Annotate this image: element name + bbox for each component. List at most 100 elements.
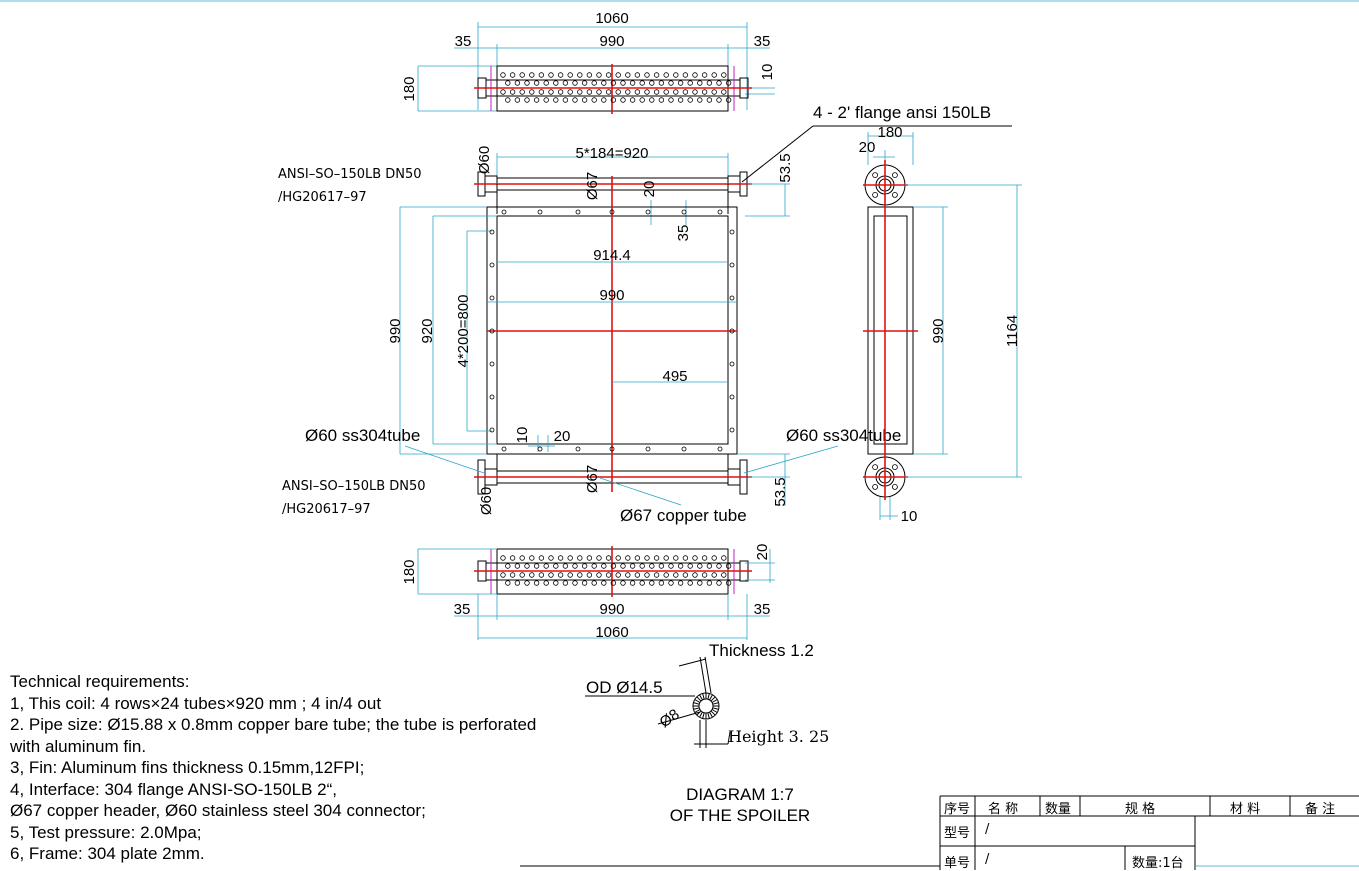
- tube-hole: [721, 572, 727, 578]
- tube-hole: [701, 555, 708, 561]
- tube-hole: [581, 97, 588, 103]
- diagram-caption-line1: DIAGRAM 1:7: [686, 785, 794, 804]
- fin-ray: [694, 709, 701, 713]
- tube-hole: [697, 580, 703, 586]
- technical-requirements: Technical requirements: 1, This coil: 4 …: [10, 671, 536, 865]
- tube-hole: [625, 89, 631, 95]
- tube-hole: [682, 572, 689, 578]
- dim-side-bottom-10: 10: [901, 508, 918, 525]
- tube-hole: [529, 555, 535, 561]
- tube-hole: [629, 580, 636, 586]
- bolt-hole: [489, 361, 495, 367]
- tube-hole: [509, 89, 516, 95]
- tube-hole: [639, 97, 645, 103]
- tube-hole: [639, 580, 645, 586]
- tube-hole: [581, 80, 588, 86]
- requirement-line: Ø67 copper header, Ø60 stainless steel 3…: [10, 801, 426, 820]
- tube-hole: [639, 80, 645, 86]
- tube-hole: [548, 555, 554, 561]
- tube-hole: [634, 572, 641, 578]
- dim-side-width: 180: [877, 124, 902, 141]
- tube-hole: [697, 80, 703, 86]
- bolt-hole: [645, 209, 651, 215]
- tube-hole: [505, 97, 511, 103]
- tube-hole: [677, 80, 684, 86]
- bolt-hole: [729, 394, 735, 400]
- tube-hole: [716, 97, 722, 103]
- tube-hole: [668, 80, 674, 86]
- tube-hole: [610, 563, 617, 569]
- tube-hole: [538, 555, 545, 561]
- fin-ray: [699, 694, 703, 701]
- tube-hole: [682, 72, 689, 78]
- tube-hole: [529, 89, 535, 95]
- tube-hole: [533, 97, 540, 103]
- dim-height-920: 920: [419, 318, 436, 343]
- tube-hole: [706, 80, 713, 86]
- tube-holes-bottom: [500, 555, 732, 586]
- flange-bolt-hole: [872, 483, 879, 490]
- front-view: 5*184=920 Ø67 Ø60 20 35 53.5 914.4 990 4…: [278, 103, 1012, 525]
- tube-hole: [673, 72, 679, 78]
- tube-hole: [605, 72, 612, 78]
- header-spec: 规 格: [1125, 802, 1156, 817]
- unit-value: /: [985, 852, 990, 867]
- tube-hole: [716, 80, 722, 86]
- tube-hole: [533, 580, 540, 586]
- bolt-hole: [501, 446, 507, 452]
- dim-top-height: 180: [401, 76, 418, 101]
- tube-hole: [658, 80, 665, 86]
- bolt-hole: [729, 295, 735, 301]
- dim-top-flange: 10: [759, 64, 776, 81]
- tube-hole: [509, 572, 516, 578]
- requirements-title: Technical requirements:: [10, 672, 190, 691]
- flange-bolt-hole: [891, 483, 898, 490]
- dim-width-990: 990: [599, 287, 624, 304]
- tube-hole: [596, 555, 602, 561]
- bolt-hole: [489, 229, 495, 235]
- tube-hole: [567, 572, 573, 578]
- tube-hole: [673, 572, 679, 578]
- fin-ray: [696, 710, 702, 716]
- tube-hole: [553, 97, 559, 103]
- tube-hole: [605, 555, 612, 561]
- tube-hole: [577, 555, 583, 561]
- tube-hole: [524, 580, 530, 586]
- tube-hole: [605, 89, 612, 95]
- tube-hole: [591, 97, 597, 103]
- tube-hole: [687, 97, 693, 103]
- tube-hole: [711, 572, 717, 578]
- tube-hole: [567, 89, 573, 95]
- tube-hole: [701, 572, 708, 578]
- tube-hole: [610, 580, 617, 586]
- tube-hole: [658, 563, 665, 569]
- tube-hole: [634, 89, 641, 95]
- fin-ray: [693, 707, 700, 710]
- tube-hole: [586, 72, 593, 78]
- tube-hole: [721, 89, 727, 95]
- requirement-line: 6, Frame: 304 plate 2mm.: [10, 844, 205, 863]
- bolt-hole: [729, 328, 735, 334]
- std-bottom-line1: ANSI–SO–150LB DN50: [282, 479, 426, 494]
- tube-hole: [543, 97, 549, 103]
- tube-hole: [644, 72, 650, 78]
- header-qty: 数量: [1045, 802, 1072, 817]
- fin-ray: [694, 699, 701, 703]
- requirement-line: 1, This coil: 4 rows×24 tubes×920 mm ; 4…: [10, 693, 382, 713]
- flange-bolt-hole: [872, 172, 879, 179]
- tube-hole: [519, 555, 525, 561]
- bolt-hole: [489, 262, 495, 268]
- dim-header-od-bottom: Ø67: [584, 465, 601, 493]
- qty-label: 数量:1台: [1132, 856, 1184, 871]
- tube-hole: [649, 97, 655, 103]
- title-block-grid: [520, 795, 1359, 870]
- tube-hole: [557, 72, 564, 78]
- bolt-hole: [729, 262, 735, 268]
- diagram-caption: DIAGRAM 1:7 OF THE SPOILER: [640, 784, 840, 826]
- tube-hole: [519, 89, 525, 95]
- tube-hole: [572, 563, 578, 569]
- tube-hole: [553, 580, 559, 586]
- tube-hole: [577, 572, 583, 578]
- flange-bolt-hole: [891, 191, 898, 198]
